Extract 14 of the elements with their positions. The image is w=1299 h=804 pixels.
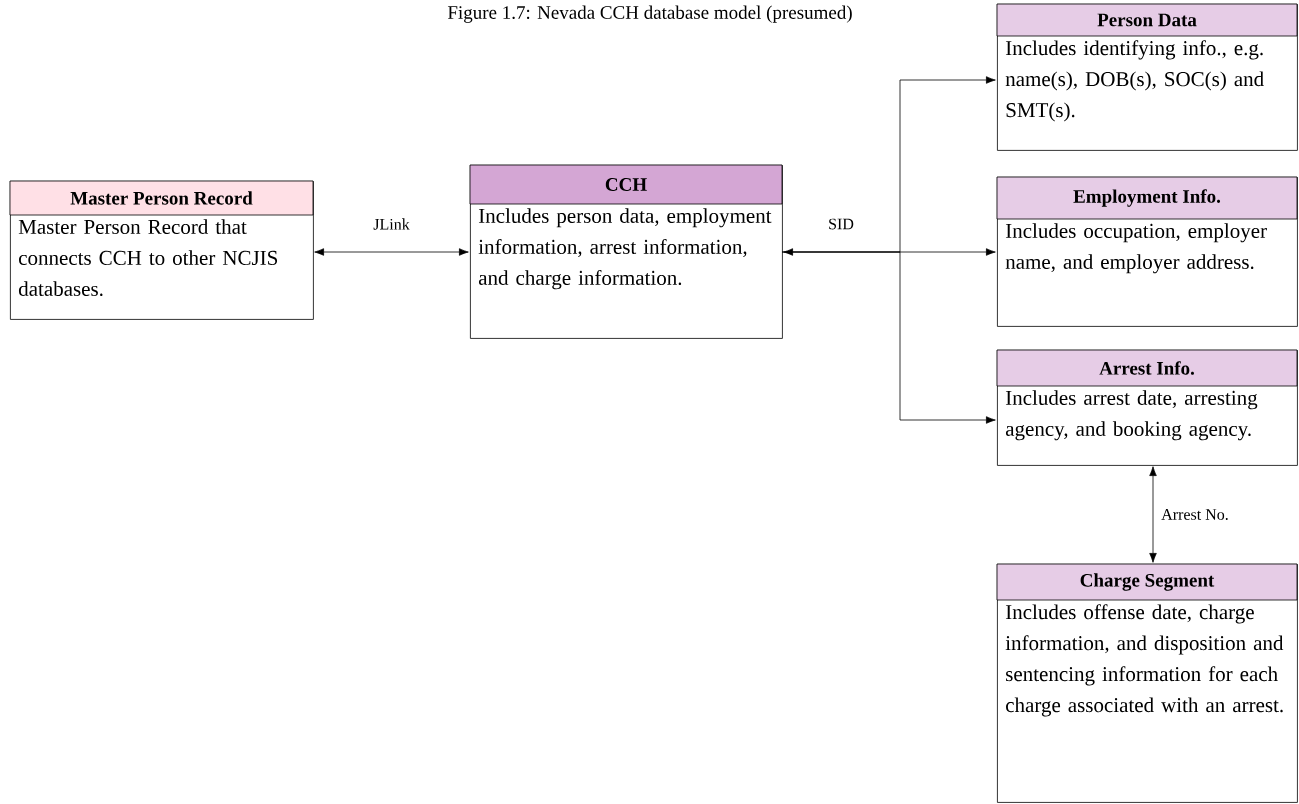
entity-box: Master Person Record Master Person Record that connects CCH to other NCJIS databases. — [9, 180, 314, 320]
connector-arrow — [781, 251, 996, 424]
entity-box: CCH Includes person data, employment information, arrest information, and charge information. — [469, 164, 783, 339]
edge-label: JLink — [371, 216, 412, 232]
connector-arrow — [314, 248, 469, 256]
connector-arrow — [1149, 466, 1157, 563]
figure-title: Figure 1.7: Nevada CCH database model (presumed) — [447, 5, 852, 23]
entity-box: Employment Info. Includes occupation, employer name, and employer address. — [996, 176, 1298, 327]
edge-label: SID — [826, 216, 856, 232]
entity-box: Arrest Info. Includes arrest date, arresting agency, and booking agency. — [996, 349, 1298, 466]
connector-arrow — [783, 248, 996, 256]
edge-label: Arrest No. — [1159, 507, 1231, 522]
entity-box: Charge Segment Includes offense date, charge information, and disposition and sentencing information for each charge associated with an arrest. — [996, 563, 1298, 803]
entity-box: Person Data Includes identifying info., e.g. name(s), DOB(s), SOC(s) and SMT(s). — [996, 3, 1298, 151]
